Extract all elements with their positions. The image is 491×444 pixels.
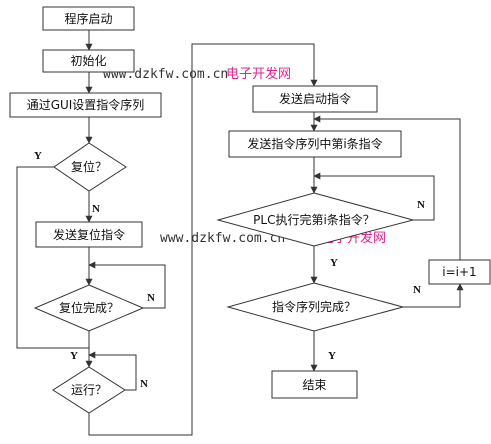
label-seq-yes: Y	[328, 350, 336, 362]
decision-seq-done: 指令序列完成？	[226, 282, 405, 332]
edge-reset-yes-bypass	[16, 166, 89, 349]
node-send-cmd-i: 发送指令序列中第i条指令	[228, 130, 402, 158]
node-send-start-label: 发送启动指令	[279, 91, 351, 106]
node-init-label: 初始化	[70, 54, 106, 68]
watermark-url-2: www.dzkfw.com.cn	[160, 231, 285, 246]
edge-run-no-loop	[88, 351, 137, 391]
decision-reset-done: 复位完成？	[33, 284, 145, 332]
node-send-reset-label: 发送复位指令	[53, 227, 125, 242]
node-send-cmd-i-label: 发送指令序列中第i条指令	[247, 136, 382, 151]
label-plc-no: N	[417, 199, 425, 211]
watermark-site: 电子开发网	[226, 66, 291, 82]
node-end-label: 结束	[302, 378, 326, 392]
node-increment-label: i=i+1	[442, 265, 476, 279]
edge-labels: Y N N Y N N Y N Y	[34, 150, 425, 390]
label-run-yes: Y	[70, 350, 78, 362]
label-reset-no: N	[92, 203, 100, 215]
node-setup-label: 通过GUI设置指令序列	[27, 97, 145, 112]
edge-resetdone-no-loop	[88, 261, 166, 309]
decision-run-label: 运行？	[71, 383, 107, 397]
node-start-label: 程序启动	[64, 11, 112, 26]
decision-run: 运行？	[52, 366, 126, 414]
decision-reset: 复位？	[53, 142, 127, 192]
edge-run-yes-to-start	[88, 43, 318, 436]
decision-reset-done-label: 复位完成？	[59, 300, 119, 315]
decision-plc-done-label: PLC执行完第i条指令？	[253, 212, 375, 227]
edge-increment-back	[313, 115, 461, 260]
decision-plc-done: PLC执行完第i条指令？	[216, 192, 415, 247]
edge-seq-no-increment	[403, 283, 464, 308]
node-setup: 通过GUI设置指令序列	[9, 92, 162, 118]
label-run-no: N	[140, 378, 148, 390]
node-end: 结束	[271, 370, 358, 399]
label-seq-no: N	[413, 284, 421, 296]
node-send-start: 发送启动指令	[252, 85, 378, 113]
node-init: 初始化	[42, 49, 135, 73]
edge-plc-no-loop	[313, 172, 435, 221]
label-reset-done-no: N	[147, 292, 155, 304]
label-reset-yes: Y	[34, 150, 42, 162]
node-increment: i=i+1	[428, 259, 491, 285]
decision-seq-done-label: 指令序列完成？	[272, 299, 356, 314]
label-plc-yes: Y	[330, 257, 338, 269]
node-send-reset: 发送复位指令	[35, 221, 143, 248]
decision-reset-label: 复位？	[71, 159, 107, 174]
connectors	[16, 30, 464, 436]
node-start: 程序启动	[42, 6, 135, 31]
